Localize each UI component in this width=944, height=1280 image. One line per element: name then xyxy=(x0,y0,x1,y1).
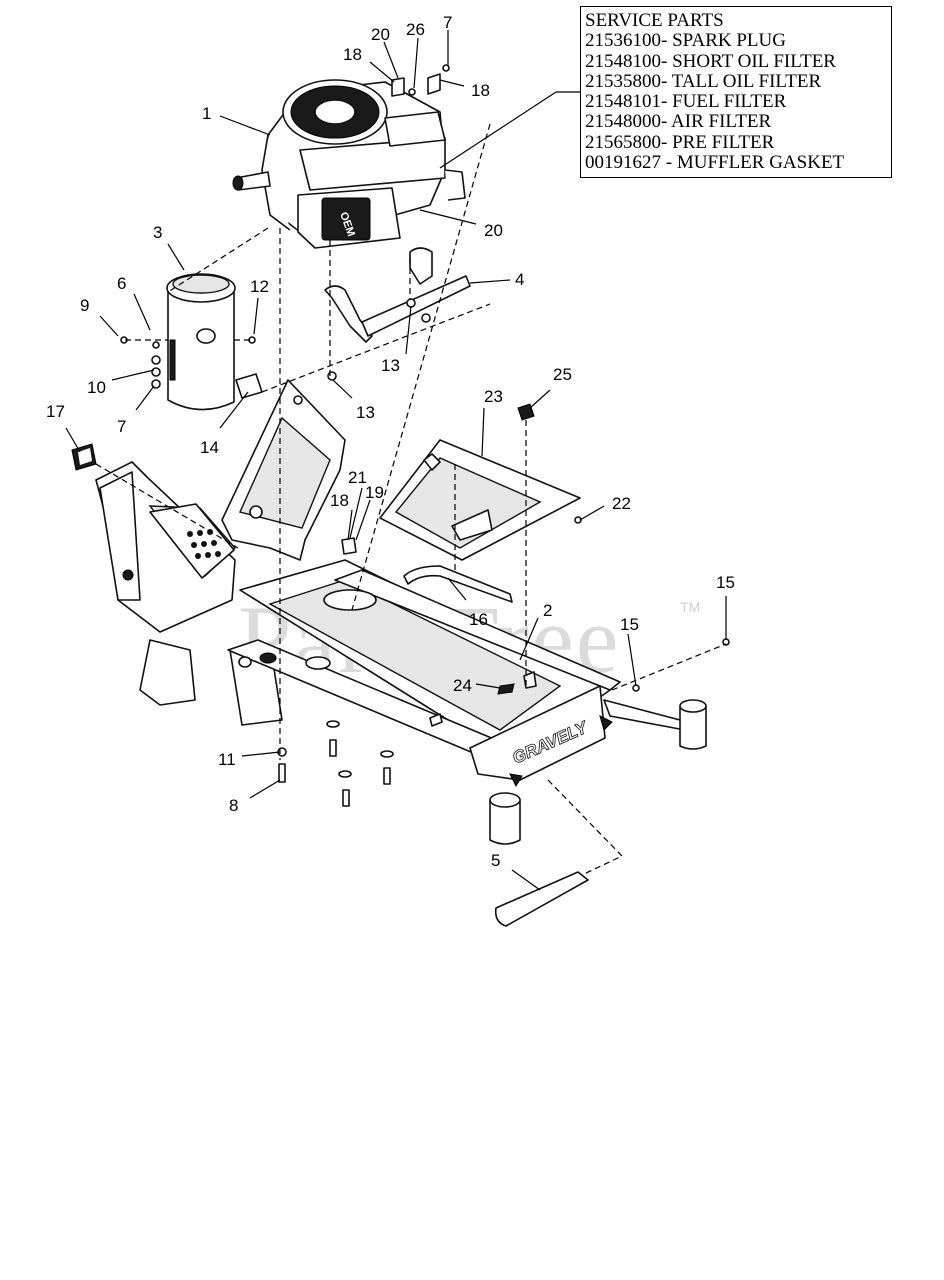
service-part-item: 21548000- AIR FILTER xyxy=(585,111,772,133)
service-parts-title: SERVICE PARTS xyxy=(585,10,724,31)
callout-13a: 13 xyxy=(381,356,400,375)
service-part-item: 21535800- TALL OIL FILTER xyxy=(585,70,822,92)
callout-10: 10 xyxy=(87,378,106,397)
callout-26: 26 xyxy=(406,20,425,39)
callout-18-frame: 18 xyxy=(330,491,349,510)
callout-13b: 13 xyxy=(356,403,375,422)
callout-17: 17 xyxy=(46,402,65,421)
skid-plate[interactable] xyxy=(494,871,589,927)
main-frame[interactable]: GRAVELY xyxy=(95,461,707,845)
callout-24: 24 xyxy=(453,676,472,695)
heat-shield[interactable] xyxy=(379,439,581,561)
callout-11: 11 xyxy=(218,750,236,769)
callout-25: 25 xyxy=(553,365,572,384)
callout-18-topleft: 18 xyxy=(343,45,362,64)
bracket-top[interactable] xyxy=(391,77,405,97)
callout-19: 19 xyxy=(365,483,384,502)
callout-1: 1 xyxy=(202,104,211,123)
callout-12: 12 xyxy=(250,277,269,296)
service-part-item: 21565800- PRE FILTER xyxy=(585,131,775,153)
service-parts-box: SERVICE PARTS 21536100- SPARK PLUG 21548… xyxy=(580,6,892,178)
callout-5: 5 xyxy=(491,851,500,870)
fuel-line[interactable] xyxy=(403,565,513,603)
service-part-item: 21548100- SHORT OIL FILTER xyxy=(585,50,836,72)
callout-21: 21 xyxy=(348,468,367,487)
callout-2: 2 xyxy=(543,601,552,620)
exhaust-pipe[interactable] xyxy=(324,247,471,343)
callout-22: 22 xyxy=(612,494,631,513)
callout-23: 23 xyxy=(484,387,503,406)
clip[interactable] xyxy=(341,537,357,555)
callout-15a: 15 xyxy=(716,573,735,592)
leader-lines xyxy=(65,30,727,891)
callout-7-top: 7 xyxy=(443,13,452,32)
callout-14: 14 xyxy=(200,438,219,457)
callout-6: 6 xyxy=(117,274,126,293)
callout-3: 3 xyxy=(153,223,162,242)
engine-mount-bracket[interactable] xyxy=(221,379,346,561)
callout-9: 9 xyxy=(80,296,89,315)
callout-8: 8 xyxy=(229,796,238,815)
callout-18-topright: 18 xyxy=(471,81,490,100)
service-part-item: 00191627 - MUFFLER GASKET xyxy=(585,152,845,174)
callout-16: 16 xyxy=(469,610,488,629)
callout-7-muffler: 7 xyxy=(117,417,126,436)
service-part-item: 21536100- SPARK PLUG xyxy=(585,30,786,52)
service-part-item: 21548101- FUEL FILTER xyxy=(585,91,787,113)
muffler[interactable] xyxy=(166,273,263,411)
callout-4: 4 xyxy=(515,270,524,289)
engine[interactable]: OEM xyxy=(232,79,466,249)
callout-20-side: 20 xyxy=(484,221,503,240)
callout-20-top: 20 xyxy=(371,25,390,44)
callout-15b: 15 xyxy=(620,615,639,634)
watermark-tm: TM xyxy=(680,599,700,615)
tab[interactable] xyxy=(497,683,515,695)
assembly-lines xyxy=(95,123,727,875)
callouts: 1 2 3 4 5 6 7 7 8 9 10 11 12 13 13 14 15… xyxy=(46,13,735,870)
